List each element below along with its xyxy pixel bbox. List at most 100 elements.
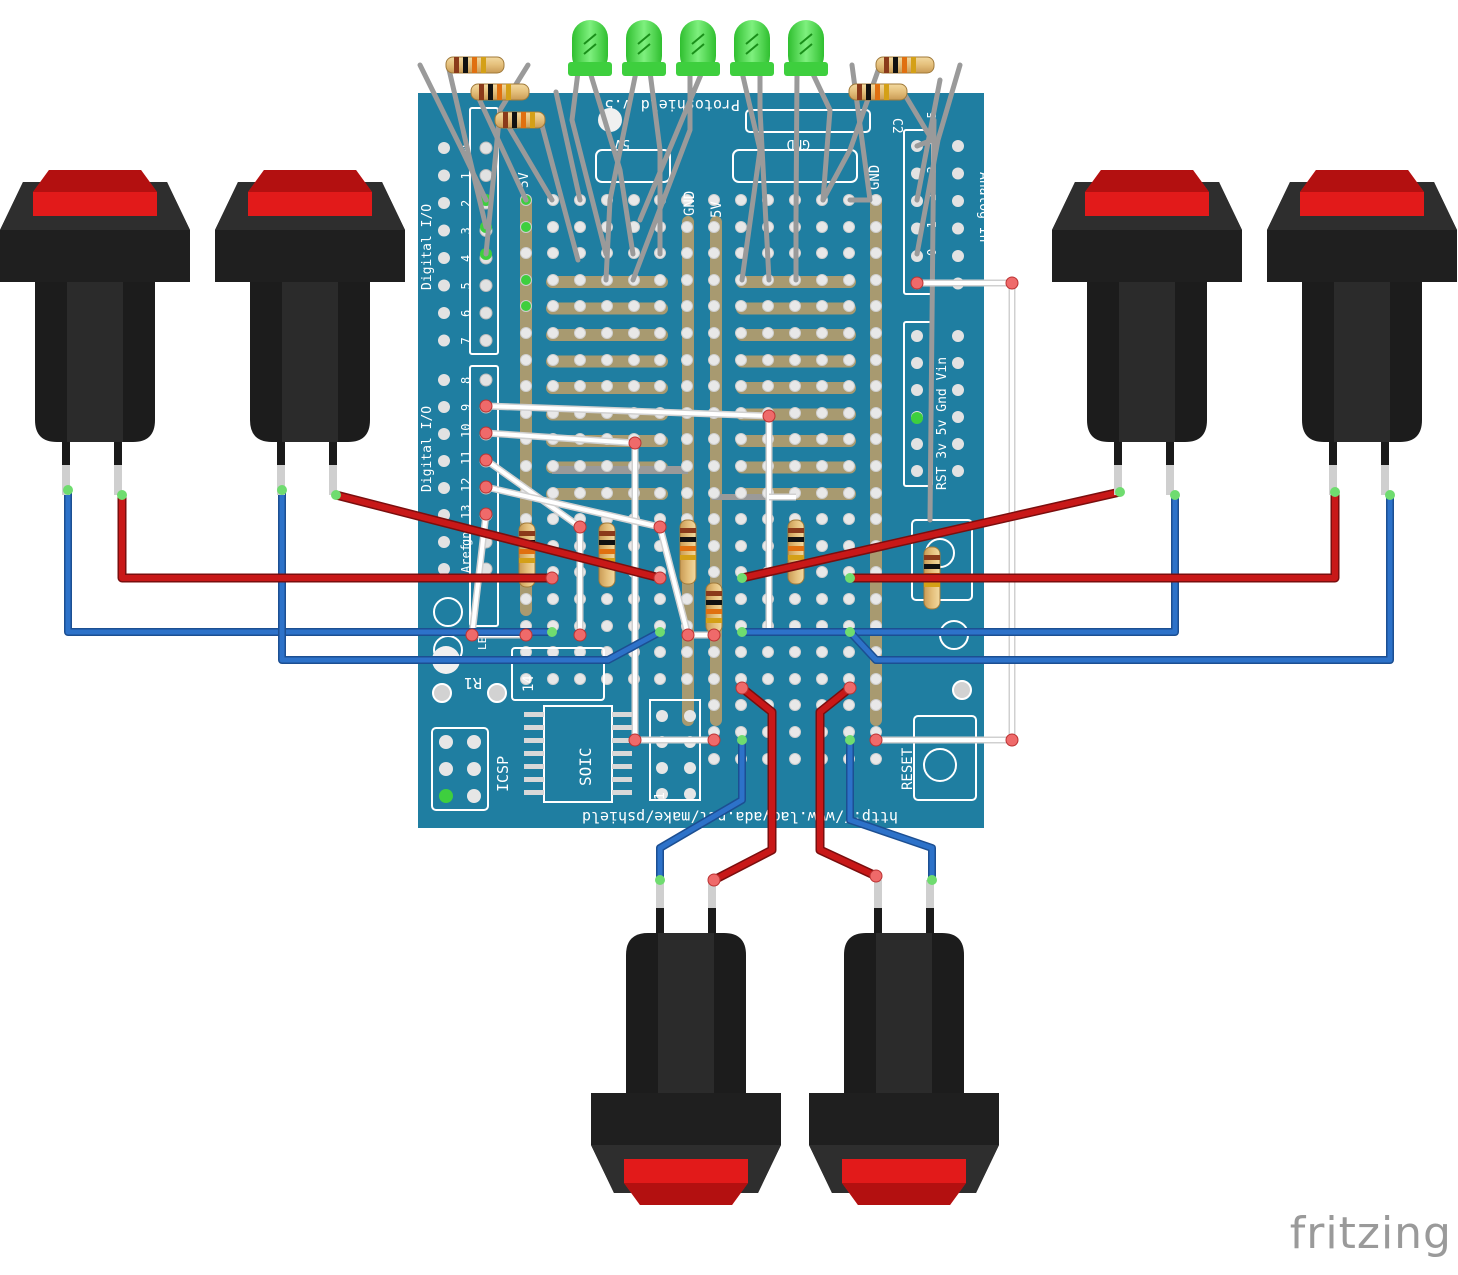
label-soic: SOIC (576, 747, 595, 786)
pcb-hole (574, 487, 586, 499)
pushbuttons (0, 170, 1457, 1205)
header-hole (438, 482, 450, 494)
pcb-hole (654, 646, 666, 658)
pcb-hole (708, 460, 720, 472)
digital-pin-number: 5 (459, 282, 473, 289)
header-hole (438, 307, 450, 319)
wire-end-red (479, 399, 493, 413)
resistor-band (481, 57, 486, 73)
header-hole (952, 384, 964, 396)
wire-end-green (63, 485, 73, 495)
pcb-hole (601, 460, 613, 472)
white-jumper (485, 485, 714, 637)
label-power-pins: RST 3v 5v Gnd Vin (935, 357, 950, 490)
pcb-hole (574, 300, 586, 312)
pcb-hole (816, 300, 828, 312)
label-c2: C2 (889, 118, 904, 134)
wire-end-red (545, 571, 559, 585)
resistor (445, 56, 505, 74)
led-glyph (583, 33, 597, 55)
label-reset: RESET (900, 747, 916, 790)
resistor-band (884, 84, 889, 100)
pcb-hole (547, 274, 559, 286)
wire-end-red (869, 869, 883, 883)
blue-wires (64, 490, 1394, 880)
header-hole (438, 224, 450, 237)
resistor-band (472, 57, 477, 73)
label-pin14: 14 (521, 675, 537, 692)
pcb-hole (708, 646, 720, 658)
pcb-hole (735, 646, 747, 658)
resistor-band (599, 549, 615, 554)
resistor-band (788, 528, 804, 533)
soic-pad (524, 764, 544, 769)
resistor-band (706, 618, 722, 623)
pcb-hole (789, 673, 801, 685)
pcb-hole (843, 221, 855, 233)
wire-end-red (653, 520, 667, 534)
button-leg-tip (1381, 465, 1389, 495)
soic-pad (612, 751, 632, 756)
gray-lead (537, 115, 581, 263)
pcb-hole (789, 300, 801, 312)
red-wire (335, 492, 661, 581)
led-body (788, 20, 824, 74)
pcb-hole (574, 460, 586, 472)
pcb-hole (628, 300, 640, 312)
led-body (572, 20, 608, 74)
pcb-hole (816, 247, 828, 259)
pcb-hole (843, 699, 855, 711)
digital-pin-number: 7 (459, 337, 473, 344)
led-body (680, 20, 716, 74)
header-hole (911, 438, 923, 450)
wire-end-red (1005, 276, 1019, 290)
pcb-hole (762, 354, 774, 366)
wire-end-red (573, 520, 587, 534)
pcb-hole (654, 673, 666, 685)
pcb-hole (789, 407, 801, 419)
header-hole (952, 411, 964, 423)
label-digital-io-bottom: Digital I/O (420, 406, 435, 492)
pcb-hole (816, 354, 828, 366)
pcb-hole (520, 300, 532, 312)
pcb-hole (870, 433, 882, 445)
pcb-hole (870, 487, 882, 499)
blue-wire (847, 740, 935, 880)
wire-end-green (1330, 487, 1340, 497)
soic-pad (524, 751, 544, 756)
pcb-hole (574, 380, 586, 392)
led-glyph (799, 33, 813, 55)
pcb-hole (870, 753, 882, 765)
header-hole (438, 563, 450, 575)
pcb-hole (681, 194, 693, 206)
resistor (598, 522, 616, 588)
button-leg (656, 880, 664, 940)
pushbutton (215, 170, 405, 495)
dip-pin (656, 762, 668, 774)
led-body (734, 20, 770, 74)
header-hole (438, 374, 450, 386)
wire-end-red (681, 628, 695, 642)
header-hole (438, 401, 450, 413)
soic-pad (524, 712, 544, 717)
pcb-hole (816, 540, 828, 552)
header-hole (911, 412, 923, 424)
button-body-highlight (658, 933, 714, 1095)
soic-pads (524, 712, 632, 795)
icsp-pin (467, 762, 481, 776)
resistor (787, 519, 805, 585)
pcb-hole (654, 433, 666, 445)
pcb-hole (735, 433, 747, 445)
pcb-hole (520, 274, 532, 286)
header-hole (479, 334, 493, 347)
pcb-hole (843, 460, 855, 472)
header-hole (911, 384, 923, 396)
label-gnd-right: GND (867, 165, 883, 190)
resistor-band (875, 84, 880, 100)
soic-pad (612, 777, 632, 782)
pcb-hole (843, 407, 855, 419)
led-glyph (745, 33, 759, 55)
pcb-hole (816, 274, 828, 286)
resistor-band (924, 555, 940, 560)
pcb-hole (547, 460, 559, 472)
